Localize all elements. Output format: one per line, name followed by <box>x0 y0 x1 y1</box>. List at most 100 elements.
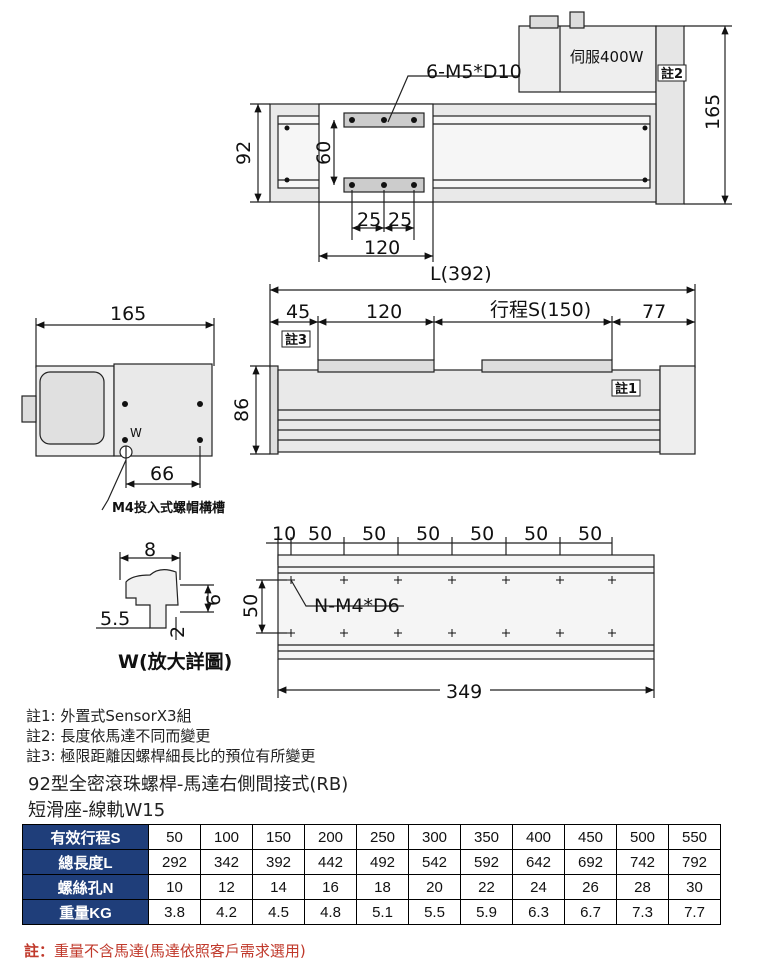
actuator-body-side <box>277 369 661 453</box>
table-cell: 20 <box>408 874 461 900</box>
technical-drawing: 6-M5*D10 伺服400W 註2 165 92 60 25 25 120 L… <box>21 11 732 700</box>
table-cell: 28 <box>616 874 669 900</box>
table-cell: 6.7 <box>564 899 617 925</box>
table-cell: 492 <box>356 849 409 875</box>
detail-5-5: 5.5 <box>100 608 130 630</box>
table-cell: 5.9 <box>460 899 513 925</box>
rail-hole-spec: N-M4*D6 <box>314 595 400 617</box>
table-cell: 400 <box>512 824 565 850</box>
table-cell: 26 <box>564 874 617 900</box>
table-cell: 14 <box>252 874 305 900</box>
table-cell: 24 <box>512 874 565 900</box>
m4-slot-label: M4投入式螺帽構槽 <box>112 500 225 516</box>
table-cell: 742 <box>616 849 669 875</box>
w-detail <box>96 552 214 640</box>
table-cell: 392 <box>252 849 305 875</box>
title-line-1: 92型全密滾珠螺桿-馬達右側間接式(RB) <box>28 774 349 795</box>
table-cell: 10 <box>148 874 201 900</box>
table-cell: 5.5 <box>408 899 461 925</box>
row-header: 總長度L <box>22 849 149 875</box>
table-cell: 250 <box>356 824 409 850</box>
dim-92: 92 <box>233 141 255 165</box>
rail-dim-50-4: 50 <box>470 523 494 545</box>
rail-dim-50-height: 50 <box>240 594 262 618</box>
table-cell: 450 <box>564 824 617 850</box>
table-cell: 200 <box>304 824 357 850</box>
note-3: 註3: 極限距離因螺桿細長比的預位有所變更 <box>26 747 316 765</box>
dim-25-a: 25 <box>357 209 381 231</box>
rail-dim-349: 349 <box>446 681 482 700</box>
stroke-label: 行程S(150) <box>490 299 591 321</box>
table-cell: 7.7 <box>668 899 721 925</box>
detail-2: 2 <box>167 626 189 638</box>
note2-box: 註2 <box>661 66 683 82</box>
rail-body <box>277 554 655 660</box>
table-cell: 18 <box>356 874 409 900</box>
note3-box: 註3 <box>285 332 307 348</box>
table-cell: 100 <box>200 824 253 850</box>
rail-dim-50-6: 50 <box>578 523 602 545</box>
rail-dim-50-1: 50 <box>308 523 332 545</box>
w-marker: W <box>130 426 142 440</box>
table-cell: 792 <box>668 849 721 875</box>
detail-8: 8 <box>144 539 156 561</box>
motor-body <box>518 25 657 93</box>
dim-L: L(392) <box>430 263 492 285</box>
title-line-2: 短滑座-線軌W15 <box>28 800 166 821</box>
table-cell: 442 <box>304 849 357 875</box>
table-cell: 292 <box>148 849 201 875</box>
footnote: 註：重量不含馬達(馬達依照客戶需求選用) <box>24 940 306 961</box>
footnote-text: 重量不含馬達(馬達依照客戶需求選用) <box>54 942 306 960</box>
top-view <box>250 11 732 262</box>
dim-86: 86 <box>231 398 253 422</box>
rail-dim-50-2: 50 <box>362 523 386 545</box>
table-cell: 50 <box>148 824 201 850</box>
table-cell: 7.3 <box>616 899 669 925</box>
row-header: 重量KG <box>22 899 149 925</box>
dim-77: 77 <box>642 301 666 323</box>
note1-box: 註1 <box>615 381 637 397</box>
note-2: 註2: 長度依馬達不同而變更 <box>26 727 211 745</box>
table-cell: 16 <box>304 874 357 900</box>
row-header: 有效行程S <box>22 824 149 850</box>
rail-view <box>256 537 655 698</box>
dim-120-side: 120 <box>366 301 402 323</box>
table-cell: 350 <box>460 824 513 850</box>
table-cell: 692 <box>564 849 617 875</box>
footnote-prefix: 註： <box>24 942 55 960</box>
rail-dim-50-5: 50 <box>524 523 548 545</box>
table-cell: 150 <box>252 824 305 850</box>
table-cell: 592 <box>460 849 513 875</box>
note-1: 註1: 外置式SensorX3組 <box>26 707 192 725</box>
detail-6: 6 <box>203 594 225 606</box>
table-cell: 3.8 <box>148 899 201 925</box>
table-cell: 5.1 <box>356 899 409 925</box>
table-cell: 4.5 <box>252 899 305 925</box>
dim-25-b: 25 <box>388 209 412 231</box>
table-cell: 22 <box>460 874 513 900</box>
detail-caption: W(放大詳圖) <box>118 650 232 673</box>
table-cell: 542 <box>408 849 461 875</box>
notes-block: 註1: 外置式SensorX3組 註2: 長度依馬達不同而變更 註3: 極限距離… <box>26 706 315 766</box>
dim-165-side: 165 <box>110 303 146 325</box>
dim-60: 60 <box>313 141 335 165</box>
dim-66: 66 <box>150 463 174 485</box>
rail-dim-10: 10 <box>272 523 296 545</box>
motor-label: 伺服400W <box>570 48 644 66</box>
table-cell: 550 <box>668 824 721 850</box>
table-cell: 642 <box>512 849 565 875</box>
dim-120-top: 120 <box>364 237 400 259</box>
dim-45: 45 <box>286 301 310 323</box>
row-header: 螺絲孔N <box>22 874 149 900</box>
table-cell: 30 <box>668 874 721 900</box>
table-cell: 342 <box>200 849 253 875</box>
table-cell: 4.2 <box>200 899 253 925</box>
rail-dim-50-3: 50 <box>416 523 440 545</box>
dim-165-right: 165 <box>702 94 724 130</box>
end-view <box>21 318 215 511</box>
